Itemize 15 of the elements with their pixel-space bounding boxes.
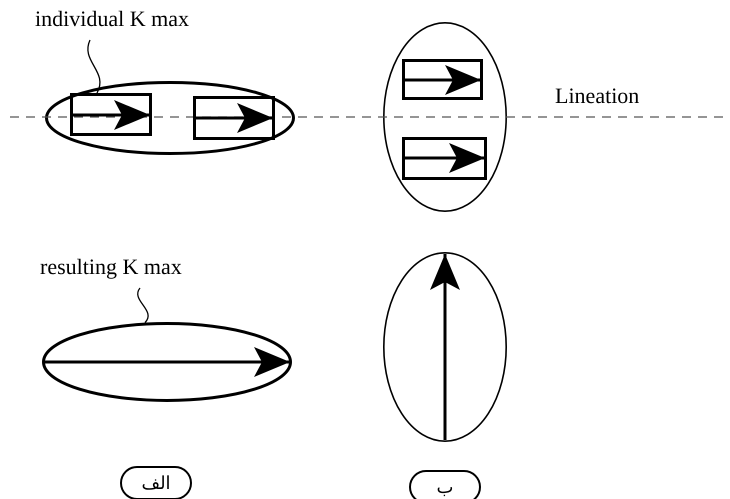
leader-line xyxy=(137,288,149,323)
rectangle-outline xyxy=(402,137,487,180)
leader-line xyxy=(87,40,101,94)
leader-label: resulting K max xyxy=(40,256,182,282)
ellipse-outline xyxy=(45,81,295,155)
rectangle-outline xyxy=(402,59,483,100)
rectangle-outline xyxy=(70,93,152,136)
ellipse-outline xyxy=(383,22,507,212)
ellipse-outline xyxy=(383,252,507,442)
rectangle-outline xyxy=(193,96,275,140)
ellipse-outline xyxy=(42,322,292,402)
figure-label: الف xyxy=(120,466,192,499)
figure-label: ب xyxy=(409,470,481,499)
leader-label: individual K max xyxy=(35,8,189,34)
axis-label: Lineation xyxy=(555,85,640,107)
